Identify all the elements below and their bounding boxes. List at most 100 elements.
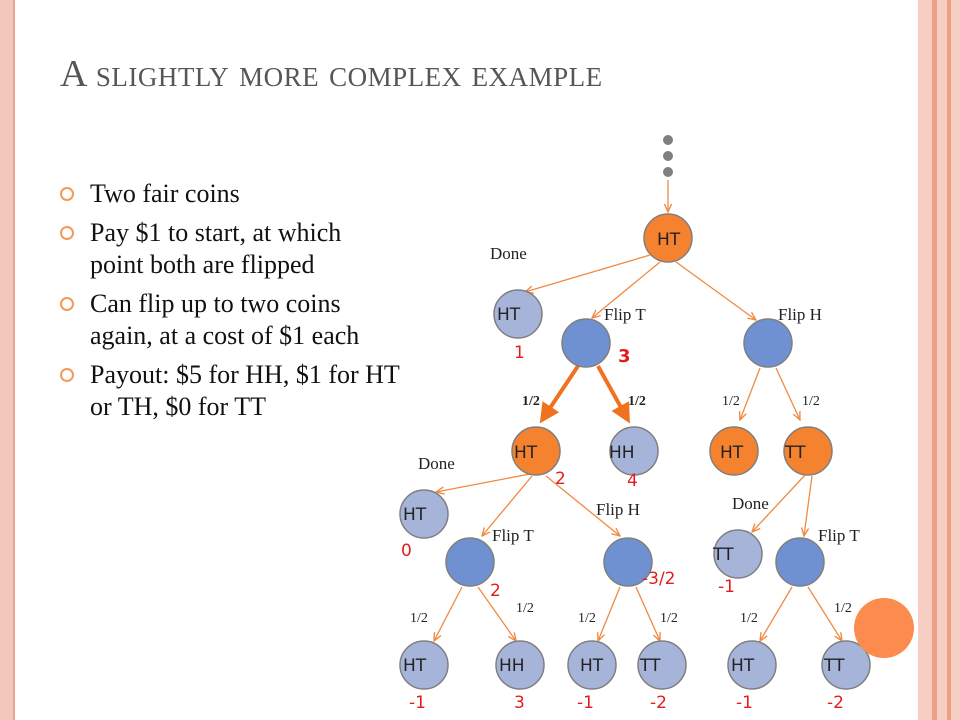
state-node bbox=[609, 426, 659, 476]
state-node bbox=[567, 640, 617, 690]
chance-node bbox=[743, 318, 793, 368]
right-border-3 bbox=[937, 0, 947, 720]
edge bbox=[752, 473, 807, 532]
chance-node bbox=[445, 537, 495, 587]
bullet-item: Two fair coins bbox=[60, 178, 400, 210]
chance-node bbox=[775, 537, 825, 587]
state-node-label: TT bbox=[823, 656, 845, 676]
highlighted-edge bbox=[596, 365, 630, 424]
flip-t-label: Flip T bbox=[492, 526, 534, 545]
edge bbox=[525, 254, 651, 292]
probability-label: 1/2 bbox=[802, 394, 820, 409]
left-border-line bbox=[13, 0, 15, 720]
value-label: -1 bbox=[718, 577, 735, 597]
bullet-list: Two fair coins Pay $1 to start, at which… bbox=[60, 178, 400, 430]
edge bbox=[740, 367, 761, 420]
state-node-highlight bbox=[709, 426, 759, 476]
value-label: 2 bbox=[555, 469, 566, 489]
value-label: -2 bbox=[650, 693, 667, 713]
value-label: 2 bbox=[490, 581, 501, 601]
right-border-1 bbox=[918, 0, 932, 720]
probability-label: 1/2 bbox=[522, 394, 540, 409]
state-node-label: TT bbox=[639, 656, 661, 676]
state-node bbox=[727, 640, 777, 690]
edge bbox=[804, 475, 813, 536]
value-label: 0 bbox=[401, 541, 412, 561]
value-label: 1 bbox=[514, 343, 525, 363]
value-label: -3/2 bbox=[642, 569, 676, 589]
edge bbox=[477, 586, 516, 641]
probability-label: 1/2 bbox=[740, 611, 758, 626]
bullet-item: Pay $1 to start, at which point both are… bbox=[60, 217, 400, 281]
ellipsis-dot bbox=[663, 167, 673, 177]
value-label: 3 bbox=[514, 693, 525, 713]
edge bbox=[592, 261, 661, 318]
state-node-label: HT bbox=[497, 305, 521, 325]
value-label: -1 bbox=[736, 693, 753, 713]
state-node bbox=[637, 640, 687, 690]
probability-label: 1/2 bbox=[578, 611, 596, 626]
value-label: 4 bbox=[627, 471, 638, 491]
state-node-label: TT bbox=[784, 443, 806, 463]
edge bbox=[545, 475, 620, 536]
state-node bbox=[495, 640, 545, 690]
bullet-circle-icon bbox=[60, 187, 74, 201]
state-node bbox=[399, 640, 449, 690]
right-border-5 bbox=[951, 0, 960, 720]
ellipsis-dot bbox=[663, 135, 673, 145]
state-node-label: HH bbox=[609, 443, 635, 463]
state-node-highlight bbox=[511, 426, 561, 476]
state-node-label: HT bbox=[580, 656, 604, 676]
probability-label: 1/2 bbox=[516, 601, 534, 616]
bullet-text: Payout: $5 for HH, $1 for HT or TH, $0 f… bbox=[90, 360, 400, 421]
flip-h-label: Flip H bbox=[778, 305, 822, 324]
left-border bbox=[0, 0, 13, 720]
chance-node bbox=[603, 537, 653, 587]
right-border-2 bbox=[932, 0, 937, 720]
probability-label: 1/2 bbox=[410, 611, 428, 626]
probability-label: 1/2 bbox=[660, 611, 678, 626]
value-label: 3 bbox=[618, 346, 631, 367]
state-node-highlight bbox=[783, 426, 833, 476]
edge bbox=[760, 586, 793, 641]
right-border-4 bbox=[947, 0, 951, 720]
edge bbox=[436, 473, 531, 492]
probability-label: 1/2 bbox=[628, 394, 646, 409]
highlighted-edge bbox=[539, 364, 580, 424]
edge bbox=[675, 261, 756, 320]
bullet-text: Can flip up to two coins again, at a cos… bbox=[90, 289, 360, 350]
highlighted-edges bbox=[539, 364, 630, 424]
value-label: -1 bbox=[409, 693, 426, 713]
edge bbox=[482, 475, 533, 536]
edge bbox=[635, 586, 660, 641]
flip-t-label: Flip T bbox=[604, 305, 646, 324]
edge bbox=[598, 586, 621, 641]
value-label: -2 bbox=[827, 693, 844, 713]
root-node bbox=[643, 213, 693, 263]
state-node-label: HT bbox=[403, 656, 427, 676]
state-node-label: HT bbox=[403, 505, 427, 525]
bullet-item: Payout: $5 for HH, $1 for HT or TH, $0 f… bbox=[60, 359, 400, 423]
edge bbox=[807, 586, 842, 641]
state-node bbox=[713, 529, 763, 579]
bullet-circle-icon bbox=[60, 368, 74, 382]
bullet-text: Two fair coins bbox=[90, 179, 240, 208]
flip-h-label: Flip H bbox=[596, 500, 640, 519]
state-node bbox=[821, 640, 871, 690]
edge bbox=[775, 367, 800, 420]
bullet-circle-icon bbox=[60, 226, 74, 240]
value-label: -1 bbox=[577, 693, 594, 713]
done-label: Done bbox=[732, 494, 769, 513]
probability-label: 1/2 bbox=[722, 394, 740, 409]
bullet-text: Pay $1 to start, at which point both are… bbox=[90, 218, 342, 279]
state-node-label: HT bbox=[514, 443, 538, 463]
chance-node bbox=[561, 318, 611, 368]
done-label: Done bbox=[418, 454, 455, 473]
decorative-circle bbox=[854, 598, 914, 658]
ellipsis-dot bbox=[663, 151, 673, 161]
state-node bbox=[399, 489, 449, 539]
edge bbox=[434, 586, 463, 641]
done-label: Done bbox=[490, 244, 527, 263]
